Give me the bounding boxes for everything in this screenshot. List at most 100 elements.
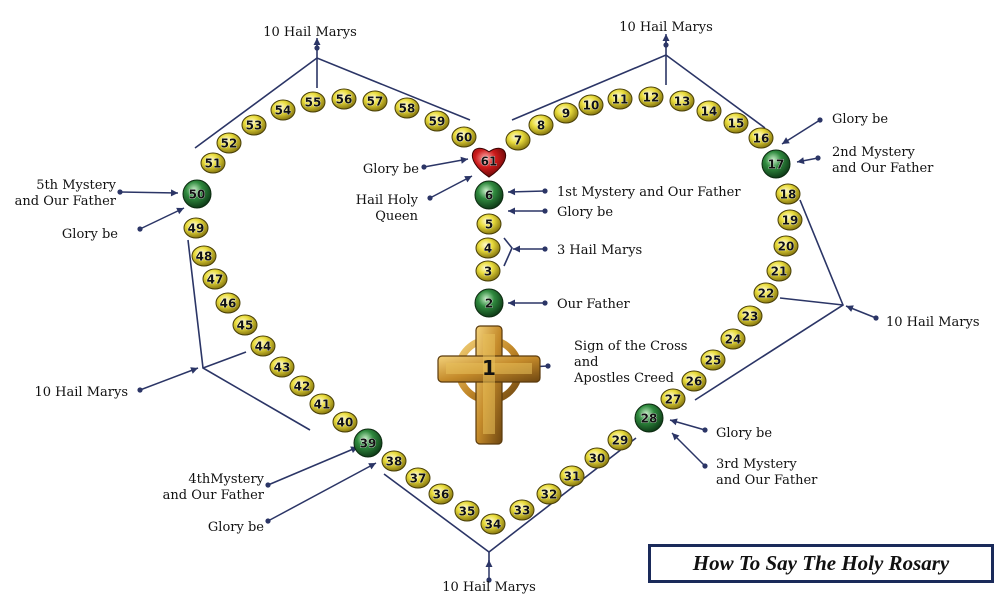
rosary-bead: 12 [638,86,664,108]
arrow-dot [817,117,823,123]
rosary-bead: 28 [634,403,664,433]
rosary-bead: 49 [183,217,209,239]
bead-number: 3 [484,265,492,279]
arrow-head [464,176,472,183]
rosary-bead: 56 [331,88,357,110]
diagram-title: How To Say The Holy Rosary [648,544,994,583]
annotation-label: 10 Hail Marys [34,385,128,400]
rosary-bead: 39 [353,428,383,458]
rosary-bead: 10 [578,94,604,116]
rosary-bead: 60 [451,126,477,148]
bead-number: 8 [537,119,545,133]
bead-number: 55 [305,96,322,110]
rosary-bead: 7 [505,129,531,151]
arrow-head [508,207,515,215]
crucifix: 1 [437,325,541,445]
arrow-line [267,446,359,486]
bead-number: 29 [612,434,629,448]
arrow-line [139,207,185,230]
rosary-bead: 17 [761,149,791,179]
bead-number: 22 [758,287,775,301]
bead-number: 60 [456,131,473,145]
arrow-line [423,158,469,168]
rosary-bead: 51 [200,152,226,174]
rosary-bead: 44 [250,335,276,357]
bead-number: 21 [771,265,788,279]
arrow-head [368,463,376,470]
rosary-bead: 29 [607,429,633,451]
bead-number: 7 [514,134,522,148]
rosary-bead: 3 [475,260,501,282]
bead-number: 4 [484,242,492,256]
annotation-label: 10 Hail Marys [442,580,536,595]
connector-line [202,351,247,369]
arrow-dot [427,195,433,201]
arrow-head [670,418,678,426]
rosary-bead: 43 [269,356,295,378]
rosary-bead: 47 [202,268,228,290]
bead-number: 51 [205,157,222,171]
arrow-head [170,189,178,197]
bead-number: 5 [485,218,493,232]
arrow-line [139,367,199,391]
bead-number: 16 [753,132,770,146]
arrow-head [190,367,198,374]
arrow-head [846,305,854,312]
arrow-head [513,245,520,253]
rosary-bead: 34 [480,513,506,535]
bead-number: 58 [399,102,416,116]
rosary-bead: 9 [553,102,579,124]
bead-number: 45 [237,319,254,333]
bead-number: 2 [485,297,493,311]
annotation-label: Glory be [363,162,419,177]
rosary-bead: 41 [309,393,335,415]
bead-number: 6 [485,189,493,203]
rosary-bead: 6 [474,180,504,210]
arrow-head [662,34,670,41]
rosary-bead: 8 [528,114,554,136]
arrow-dot [265,482,271,488]
connector-line [779,297,844,306]
arrow-dot [542,208,548,214]
bead-number: 50 [189,188,206,202]
arrow-line [119,191,179,194]
bead-number: 39 [360,437,377,451]
arrow-line [267,462,377,522]
rosary-bead: 26 [681,370,707,392]
bead-number: 23 [742,310,759,324]
arrow-line [671,432,706,467]
arrow-head [176,207,184,215]
bead-number: 35 [459,505,476,519]
rosary-bead: 2 [474,288,504,318]
arrow-dot [137,387,143,393]
bead-number: 27 [665,393,682,407]
bead-number: 33 [514,504,531,518]
annotation-label: 10 Hail Marys [886,315,980,330]
annotation-label: Glory be [716,426,772,441]
arrow-head [508,299,515,307]
arrow-dot [117,189,123,195]
arrow-head [313,38,321,45]
arrow-dot [542,246,548,252]
annotation-label: Glory be [557,205,613,220]
bead-number: 61 [481,155,498,169]
rosary-bead: 35 [454,500,480,522]
rosary-bead: 38 [381,450,407,472]
bead-number: 44 [255,340,272,354]
arrow-dot [314,45,320,51]
bead-number: 26 [686,375,703,389]
annotation-label: Glory be [208,520,264,535]
bead-number: 38 [386,455,403,469]
bead-number: 52 [221,137,238,151]
connector-line [187,239,311,431]
arrow-dot [702,463,708,469]
rosary-bead: 33 [509,499,535,521]
bead-number: 24 [725,333,742,347]
rosary-bead: 50 [182,179,212,209]
bead-number: 41 [314,398,331,412]
rosary-bead: 31 [559,465,585,487]
rosary-bead: 11 [607,88,633,110]
arrow-dot [873,315,879,321]
bead-number: 17 [768,158,785,172]
rosary-bead: 16 [748,127,774,149]
